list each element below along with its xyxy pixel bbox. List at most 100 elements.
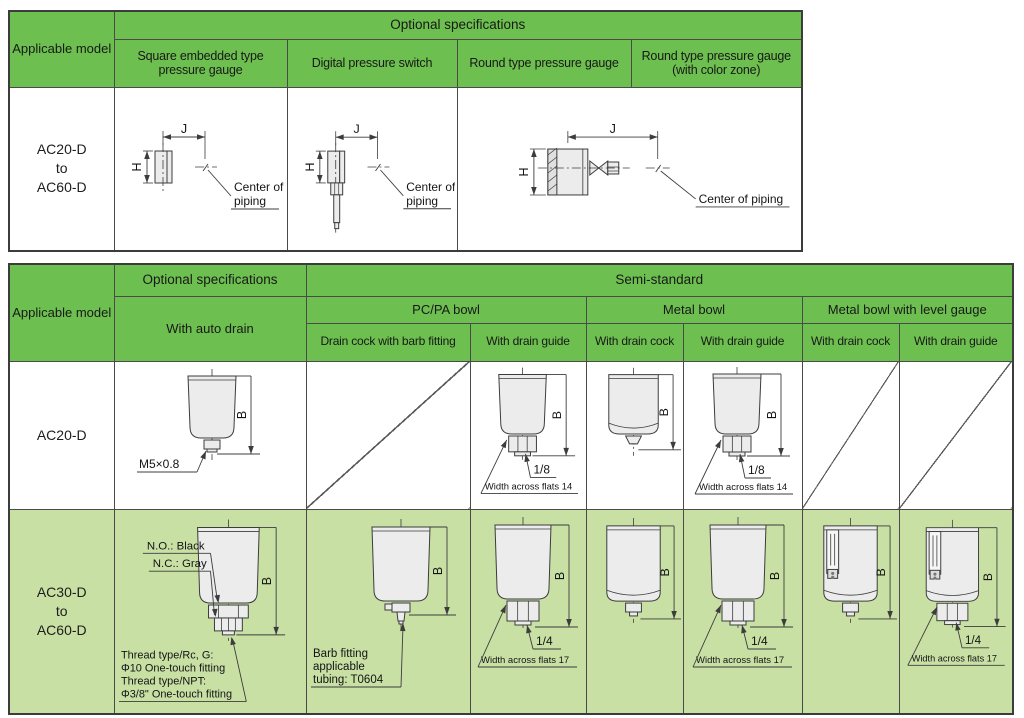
diagram-label: B [553,572,567,580]
t1-col-square-gauge: Square embedded type pressure gauge [113,38,288,88]
diagram-label: M5×0.8 [139,457,180,471]
diagram-label: B [235,411,249,419]
diagram-label: Width across flats 17 [696,655,784,666]
diagram-label: Φ3/8" One-touch fitting [120,689,231,701]
diagram-label: J [609,122,615,136]
ac20-auto-drain-diagram: B M5×0.8 [117,364,304,506]
t2-applicable-model-header: Applicable model [8,263,115,362]
model-line: AC60-D [36,179,87,196]
t2-semi-standard-header: Semi-standard [305,263,1014,297]
ac30-level-gauge-cock-svg: B [822,518,897,624]
t1-optional-specifications-header: Optional specifications [113,10,803,40]
diagram-label: N.C.: Gray [152,558,206,570]
t2-sub-drain-cock-2: With drain cock [801,322,900,362]
cell-ac20-metal-drain-cock: B [585,360,684,510]
diagram-label: 1/4 [964,634,981,647]
t2-group-metal-bowl-level-gauge: Metal bowl with level gauge [801,295,1014,324]
diagram-label: B [765,411,779,419]
diagram-label: B [657,408,671,416]
cell-ac20-lvl-cock-na [801,360,900,510]
model-line: AC30-D [36,583,87,600]
cell-ac20-barb-na [305,360,471,510]
diagram-label: B [981,573,995,581]
diagram-label: B [768,572,782,580]
t1-col-round-gauge: Round type pressure gauge [456,38,632,88]
t1-header-row-1: Applicable model Optional specifications [8,10,803,88]
optional-specifications-table: Applicable model Optional specifications… [8,10,804,252]
diagram-label: Width across flats 14 [699,482,787,493]
diagram-label: tubing: T0604 [313,674,384,686]
t2-header-row-1: Applicable model Optional specifications… [8,263,1014,362]
t2-optional-specifications-header: Optional specifications [113,263,307,297]
t1-col-digital-switch: Digital pressure switch [286,38,458,88]
diagram-label: Center of [234,180,284,194]
diagram-label: B [874,569,888,577]
diagram-label: Φ10 One-touch fitting [120,663,224,675]
semi-standard-table: Applicable model Optional specifications… [8,263,1015,715]
ac20-metal-bowl-svg: B [607,367,681,456]
diagram-label: piping [406,194,438,208]
model-line: AC60-D [36,621,87,638]
diagram-label: H [516,167,530,176]
t2-ac30-model-cell: AC30-D to AC60-D [8,508,115,715]
round-gauge-diagram: H J Center of piping [460,93,800,245]
diagram-label: B [658,569,672,577]
diagram-label: Width across flats 17 [481,655,569,666]
diagram-label: piping [234,194,266,208]
model-line: AC20-D [36,141,87,158]
ac30-metal-bowl-svg: B [605,518,681,624]
diagram-label: Width across flats 14 [484,481,571,492]
ac30-level-gauge-cock-diagram: B [805,511,897,711]
model-line: to [55,602,68,619]
diagram-label: H [130,162,144,171]
diagram-label: applicable [313,661,365,673]
t2-with-auto-drain-header: With auto drain [113,295,307,362]
diagram-label: Center of piping [698,192,783,206]
ac20-auto-drain-svg: B M5×0.8 [137,369,260,473]
cell-ac30-metal-drain-cock: B [585,508,684,715]
diagram-label: 1/8 [533,463,550,477]
diagram-label: Width across flats 17 [911,654,996,664]
ac30-metal-bowl-diagram: B [589,511,681,711]
round-gauge-svg: H J Center of piping [516,122,790,208]
diagram-label: B [260,577,274,585]
t2-group-metal-bowl: Metal bowl [585,295,803,324]
cell-ac20-auto-drain: B M5×0.8 [113,360,307,510]
t2-sub-drain-cock-barb: Drain cock with barb fitting [305,322,471,362]
t1-model-cell: AC20-D to AC60-D [8,86,115,252]
diagram-label: 1/4 [536,634,553,648]
t2-sub-drain-guide-1: With drain guide [469,322,587,362]
t2-sub-drain-guide-3: With drain guide [898,322,1014,362]
t2-header-row-2: With auto drain PC/PA bowl Metal bowl Me… [9,295,1014,362]
t1-applicable-model-header: Applicable model [8,10,115,88]
t1-col-round-gauge-color-zone: Round type pressure gauge (with color zo… [630,38,803,88]
cell-ac30-lvl-drain-cock: B [801,508,900,715]
diagram-label: 1/8 [748,463,765,477]
diagram-label: B [550,411,564,419]
diagram-label: J [180,122,186,136]
diagram-label: H [302,162,316,171]
